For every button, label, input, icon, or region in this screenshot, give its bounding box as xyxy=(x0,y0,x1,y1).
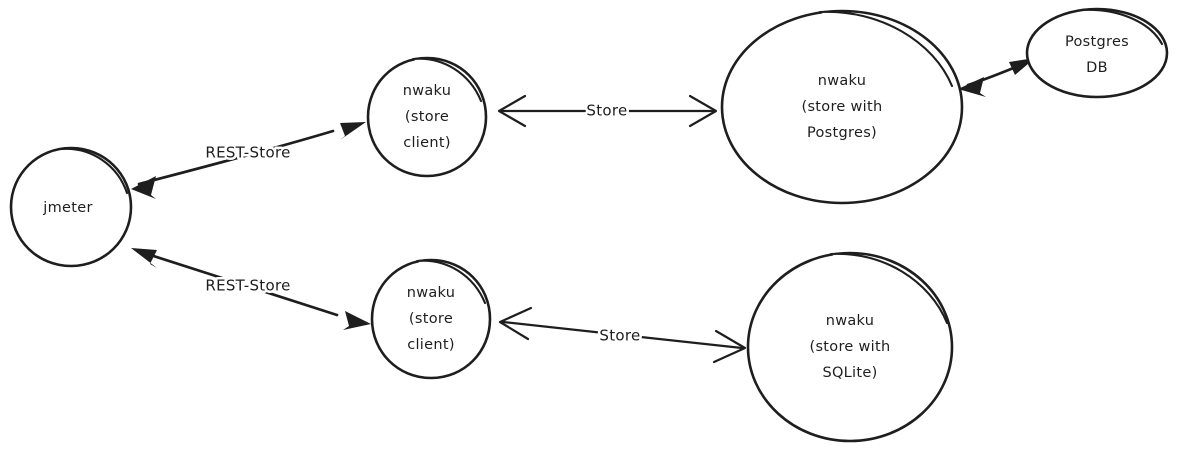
arrowhead-open-right xyxy=(688,94,718,128)
nwaku-store-client-bottom-label-line-3: client) xyxy=(407,337,455,353)
edge-store-bottom-line xyxy=(501,320,744,350)
nwaku-store-client-top-label-line-3: client) xyxy=(403,135,451,151)
nwaku-store-client-bottom-label-line-2: (store xyxy=(409,311,453,327)
node-nwaku-store-sqlite[interactable]: nwaku (store with SQLite) xyxy=(746,251,954,443)
postgres-db-sketch-overstroke xyxy=(1080,8,1164,46)
arrowhead-solid-right xyxy=(340,122,366,140)
node-nwaku-store-client-top[interactable]: nwaku (store client) xyxy=(366,56,488,178)
jmeter-label: jmeter xyxy=(42,200,92,216)
nwaku-store-client-top-circle xyxy=(366,56,488,178)
nwaku-store-client-top-sketch-overstroke xyxy=(411,57,483,103)
nwaku-store-sqlite-label-line-1: nwaku xyxy=(826,313,875,329)
edge-label-rest-store-top: REST-Store xyxy=(205,144,290,162)
nwaku-store-client-top-label-line-2: (store xyxy=(405,109,449,125)
nwaku-store-client-bottom-sketch-overstroke xyxy=(415,259,487,305)
nwaku-store-sqlite-circle xyxy=(746,251,954,443)
edge-store-top[interactable]: Store xyxy=(497,94,718,128)
nwaku-store-postgres-label-line-2: (store with xyxy=(801,99,882,115)
nwaku-store-sqlite-sketch-overstroke xyxy=(829,252,949,325)
postgres-db-label-line-1: Postgres xyxy=(1065,34,1129,50)
nwaku-store-client-bottom-label-line-1: nwaku xyxy=(407,285,456,301)
edge-store-bottom[interactable]: Store xyxy=(498,306,747,364)
node-nwaku-store-client-bottom[interactable]: nwaku (store client) xyxy=(370,258,492,380)
node-nwaku-store-postgres[interactable]: nwaku (store with Postgres) xyxy=(720,9,964,205)
arrowhead-solid-left xyxy=(131,248,157,268)
arrowhead-open-right xyxy=(712,329,747,364)
nwaku-store-postgres-label-line-1: nwaku xyxy=(818,73,867,89)
edge-label-rest-store-bottom: REST-Store xyxy=(205,277,290,295)
arrowhead-solid-left xyxy=(131,176,156,199)
edge-rest-store-bottom-line xyxy=(139,250,339,317)
arrowhead-solid-left xyxy=(958,77,986,97)
node-postgres-db[interactable]: Postgres DB xyxy=(1025,7,1169,99)
jmeter-circle xyxy=(9,146,133,268)
postgres-db-label-line-2: DB xyxy=(1086,60,1108,76)
nwaku-store-postgres-label-line-3: Postgres) xyxy=(807,125,877,141)
arrowhead-open-left xyxy=(498,306,533,341)
edge-label-store-top: Store xyxy=(586,102,627,120)
arrowhead-solid-right xyxy=(343,311,371,330)
nwaku-store-sqlite-label-line-3: SQLite) xyxy=(822,365,877,381)
jmeter-circle-sketch-overstroke xyxy=(60,147,129,195)
edge-label-store-bottom: Store xyxy=(599,327,640,345)
edge-rest-store-top[interactable]: REST-Store xyxy=(131,122,366,199)
edge-rest-store-top-line xyxy=(137,129,335,186)
nwaku-store-sqlite-label-line-2: (store with xyxy=(809,339,890,355)
edge-rest-store-bottom[interactable]: REST-Store xyxy=(131,248,371,330)
edge-postgres-db[interactable] xyxy=(958,58,1035,97)
nwaku-store-client-bottom-circle xyxy=(370,258,492,380)
nwaku-store-postgres-ellipse xyxy=(720,9,964,205)
nwaku-store-postgres-sketch-overstroke xyxy=(818,10,954,88)
node-jmeter[interactable]: jmeter xyxy=(9,146,133,268)
postgres-db-ellipse xyxy=(1025,7,1169,99)
nwaku-store-client-top-label-line-1: nwaku xyxy=(403,83,452,99)
arrowhead-open-left xyxy=(497,94,527,128)
